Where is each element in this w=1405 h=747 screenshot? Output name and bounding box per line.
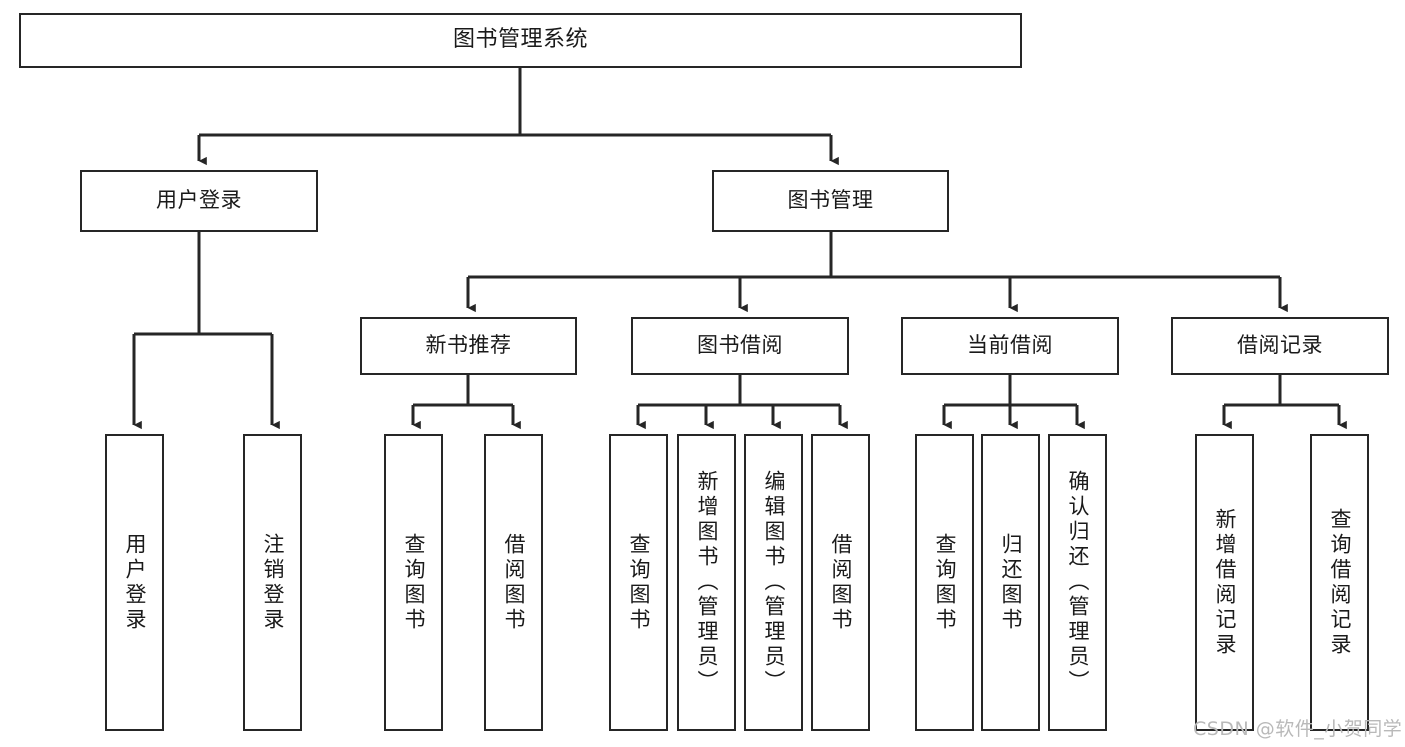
node-leaf-edit-book[interactable]: 编辑图书（管理员） [744,434,803,731]
node-leaf-query-book-3-label: 查询图书 [933,532,957,633]
node-leaf-query-record-label: 查询借阅记录 [1328,507,1352,658]
node-leaf-borrow-book-2-label: 借阅图书 [829,532,853,633]
node-root-system[interactable]: 图书管理系统 [19,13,1022,68]
node-leaf-edit-book-label: 编辑图书（管理员） [762,470,786,695]
node-user-login-label: 用户登录 [156,188,242,213]
node-book-manage[interactable]: 图书管理 [712,170,949,232]
node-leaf-add-book[interactable]: 新增图书（管理员） [677,434,736,731]
node-leaf-query-book-3[interactable]: 查询图书 [915,434,974,731]
node-borrow-record-label: 借阅记录 [1237,333,1323,358]
node-leaf-add-book-label: 新增图书（管理员） [695,470,719,695]
node-new-book-recommend-label: 新书推荐 [425,333,512,358]
node-root-system-label: 图书管理系统 [452,27,588,53]
node-leaf-query-book-1-label: 查询图书 [402,532,426,633]
node-leaf-borrow-book-1-label: 借阅图书 [502,532,526,633]
node-leaf-user-login-label: 用户登录 [123,532,147,633]
node-current-borrow-label: 当前借阅 [967,333,1053,358]
node-leaf-confirm-return[interactable]: 确认归还（管理员） [1048,434,1107,731]
node-leaf-add-record[interactable]: 新增借阅记录 [1195,434,1254,731]
node-leaf-return-book[interactable]: 归还图书 [981,434,1040,731]
node-leaf-return-book-label: 归还图书 [999,532,1023,633]
node-leaf-logout[interactable]: 注销登录 [243,434,302,731]
node-leaf-borrow-book-1[interactable]: 借阅图书 [484,434,543,731]
node-new-book-recommend[interactable]: 新书推荐 [360,317,577,375]
node-book-manage-label: 图书管理 [787,188,874,213]
node-leaf-confirm-return-label: 确认归还（管理员） [1066,470,1090,695]
node-leaf-query-book-1[interactable]: 查询图书 [384,434,443,731]
node-borrow-record[interactable]: 借阅记录 [1171,317,1389,375]
node-book-borrow-label: 图书借阅 [697,333,783,358]
node-leaf-user-login[interactable]: 用户登录 [105,434,164,731]
node-leaf-add-record-label: 新增借阅记录 [1213,507,1237,658]
node-leaf-logout-label: 注销登录 [261,532,285,633]
node-current-borrow[interactable]: 当前借阅 [901,317,1119,375]
node-leaf-borrow-book-2[interactable]: 借阅图书 [811,434,870,731]
node-leaf-query-book-2-label: 查询图书 [627,532,651,633]
node-leaf-query-record[interactable]: 查询借阅记录 [1310,434,1369,731]
node-user-login[interactable]: 用户登录 [80,170,318,232]
node-leaf-query-book-2[interactable]: 查询图书 [609,434,668,731]
csdn-watermark: CSDN @软件_小贺同学 [1193,718,1403,740]
node-book-borrow[interactable]: 图书借阅 [631,317,849,375]
